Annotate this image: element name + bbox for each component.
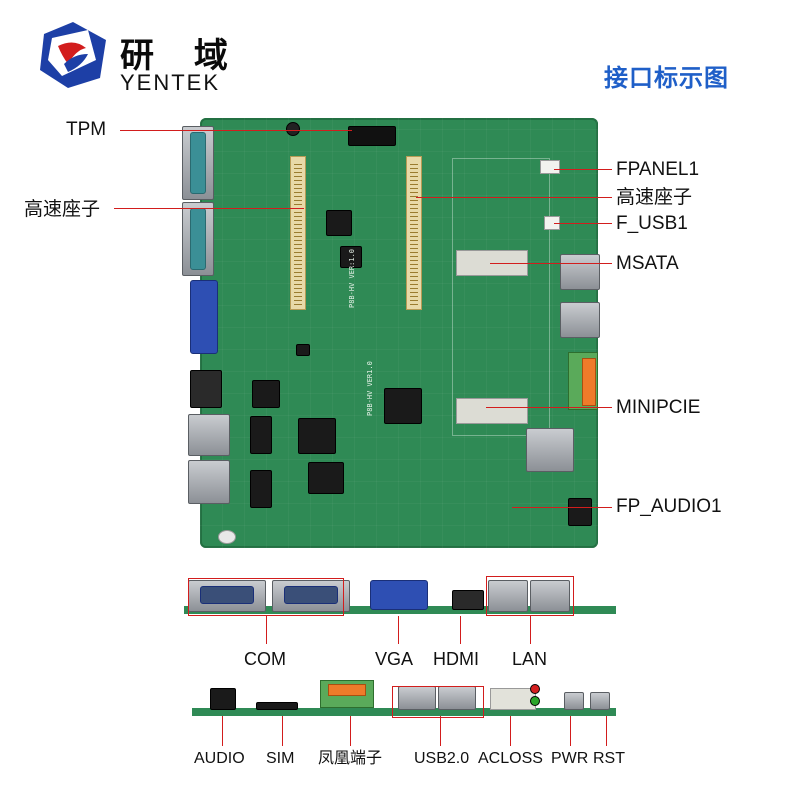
callout-msata: MSATA <box>616 253 679 274</box>
label-lan: LAN <box>512 649 548 669</box>
callout-line-high-speed-left <box>114 208 304 209</box>
sim-slot <box>526 428 574 472</box>
label-phoenix-terminal: 凤凰端子 <box>318 750 383 767</box>
fpanel1-header <box>540 160 560 174</box>
usb-highlight-box <box>392 686 484 718</box>
usb-port-2 <box>560 302 600 338</box>
label-acloss: ACLOSS <box>478 750 543 767</box>
page-title: 接口标示图 <box>604 64 729 92</box>
board-model-silk-2: P8B-HV VER1.0 <box>366 361 374 416</box>
callout-high-speed-left: 高速座子 <box>24 199 101 220</box>
callout-line-tpm <box>120 130 352 131</box>
lan-port-2 <box>188 460 230 504</box>
callout-high-speed-right: 高速座子 <box>616 187 693 208</box>
callout-tpm: TPM <box>66 119 107 140</box>
minipcie-slot <box>456 398 528 424</box>
brand-name-cn: 研 域 <box>120 36 242 76</box>
label-com: COM <box>244 649 286 669</box>
motherboard-top-view: P8B-HV VER:1.0 P8B-HV VER1.0 <box>182 118 600 548</box>
yentek-logo-icon <box>40 22 106 88</box>
com-highlight-box <box>188 578 344 616</box>
label-pwr: PWR <box>551 750 589 767</box>
label-audio: AUDIO <box>194 750 245 767</box>
lan-highlight-box <box>486 576 574 616</box>
label-usb2: USB2.0 <box>414 750 470 767</box>
label-vga: VGA <box>375 649 414 669</box>
label-rst: RST <box>593 750 625 767</box>
callout-fpanel1: FPANEL1 <box>616 159 700 180</box>
brand-name-en: YENTEK <box>120 70 221 95</box>
usb-port-1 <box>560 254 600 290</box>
front-io-strip <box>192 680 616 716</box>
vga-port <box>190 280 218 354</box>
board-model-silk: P8B-HV VER:1.0 <box>348 248 356 308</box>
callout-fp-audio1: FP_AUDIO1 <box>616 496 722 517</box>
label-hdmi: HDMI <box>433 649 479 669</box>
callout-f-usb1: F_USB1 <box>616 213 688 234</box>
label-sim: SIM <box>266 750 295 767</box>
rear-io-strip <box>184 578 616 614</box>
tpm-header <box>348 126 396 146</box>
hdmi-port <box>190 370 222 408</box>
lan-port-1 <box>188 414 230 456</box>
callout-minipcie: MINIPCIE <box>616 397 701 418</box>
high-speed-connector-1 <box>290 156 306 310</box>
audio-jack <box>568 498 592 526</box>
high-speed-connector-2 <box>406 156 422 310</box>
